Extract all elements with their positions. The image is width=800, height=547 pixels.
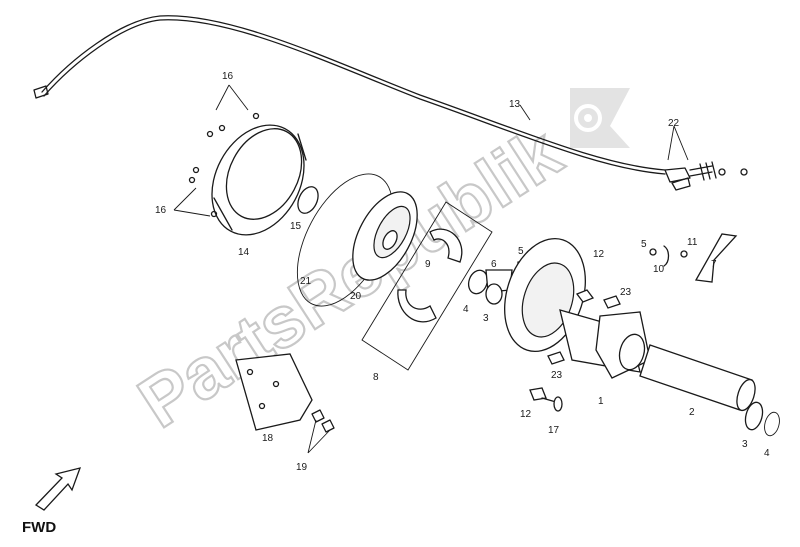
mud-guard xyxy=(235,353,313,431)
seal xyxy=(297,186,319,214)
callout-1: 1 xyxy=(598,396,604,407)
dust-cover xyxy=(188,112,307,236)
mudguard-screws xyxy=(311,409,335,433)
callout-5b: 5 xyxy=(641,239,647,250)
callout-17: 17 xyxy=(548,425,560,436)
callout-4b: 4 xyxy=(764,448,770,459)
callout-5a: 5 xyxy=(518,246,524,257)
callout-7: 7 xyxy=(711,259,717,270)
callout-13: 13 xyxy=(509,99,521,110)
bolts-and-nuts xyxy=(529,289,621,412)
right-circlip xyxy=(764,411,780,437)
callout-16b: 16 xyxy=(155,205,167,216)
fwd-label: FWD xyxy=(22,519,56,536)
callout-labels: 16 16 13 22 14 15 21 20 9 8 5 6 4 3 12 2… xyxy=(155,71,770,473)
forward-arrow-icon xyxy=(34,467,82,511)
callout-20: 20 xyxy=(350,291,362,302)
callout-14: 14 xyxy=(238,247,250,258)
callout-8: 8 xyxy=(373,372,379,383)
callout-4a: 4 xyxy=(463,304,469,315)
axle xyxy=(639,344,756,412)
brake-shoe-group xyxy=(361,201,493,371)
callout-3b: 3 xyxy=(742,439,748,450)
callout-2: 2 xyxy=(689,407,695,418)
rear-hub xyxy=(504,237,651,379)
callout-3a: 3 xyxy=(483,313,489,324)
callout-9: 9 xyxy=(425,259,431,270)
callout-12b: 12 xyxy=(520,409,532,420)
gear-watermark-icon xyxy=(570,88,630,148)
callout-19: 19 xyxy=(296,462,308,473)
brake-lever-parts xyxy=(649,233,738,283)
brake-cable xyxy=(33,15,748,191)
leader-lines xyxy=(173,84,689,454)
callout-23a: 23 xyxy=(620,287,632,298)
callout-23b: 23 xyxy=(551,370,563,381)
callout-15: 15 xyxy=(290,221,302,232)
callout-12a: 12 xyxy=(593,249,605,260)
brake-drum xyxy=(352,191,418,281)
callout-21: 21 xyxy=(300,276,312,287)
callout-10: 10 xyxy=(653,264,665,275)
callout-6: 6 xyxy=(491,259,497,270)
callout-16a: 16 xyxy=(222,71,234,82)
callout-18: 18 xyxy=(262,433,274,444)
right-seal xyxy=(744,401,764,431)
callout-22: 22 xyxy=(668,118,680,129)
callout-11: 11 xyxy=(687,237,698,248)
